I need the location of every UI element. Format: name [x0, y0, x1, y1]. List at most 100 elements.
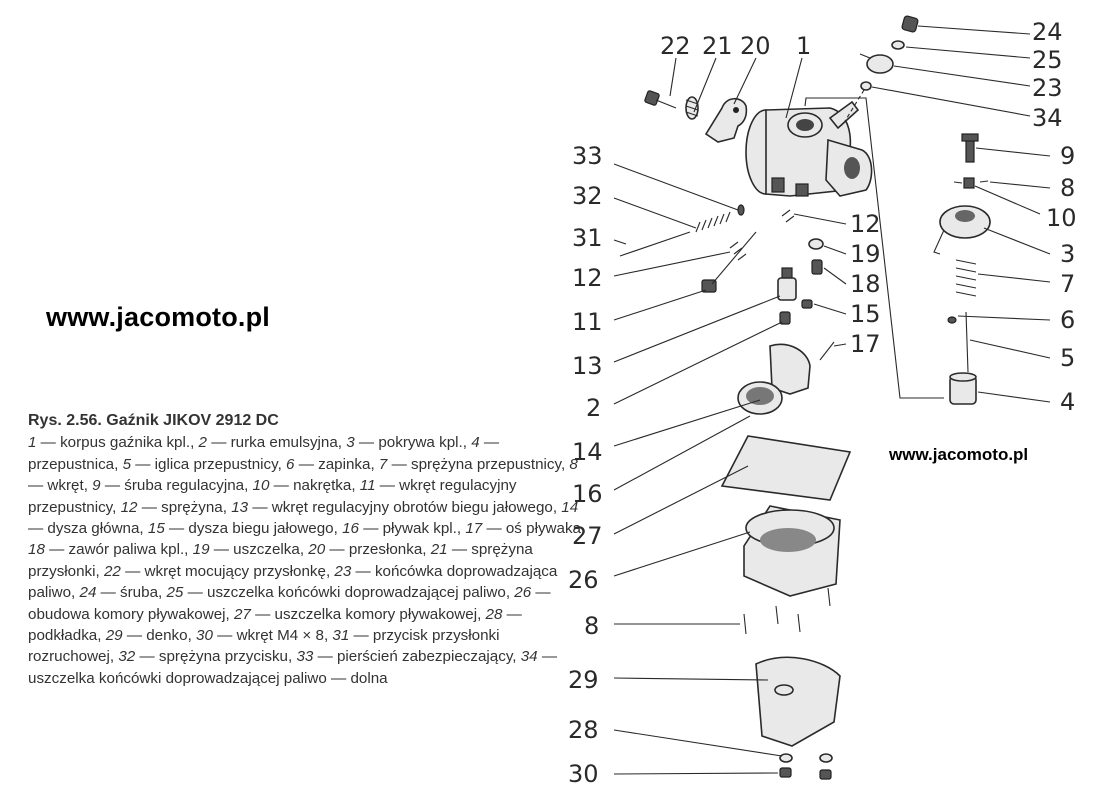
caption-entry-number: 19 [192, 541, 210, 559]
part-spring-7 [955, 259, 977, 297]
caption-entry: 34 — uszczelka końcówki doprowadzającej … [28, 648, 557, 686]
part-fuel-valve-18 [811, 259, 823, 275]
caption-entry: 8 — wkręt, [28, 456, 578, 494]
callout-1: 1 [796, 32, 811, 60]
caption-entry-text: — uszczelka komory pływakowej, [250, 605, 486, 623]
caption-entry-text: — korpus gaźnika kpl., [36, 434, 199, 452]
part-spring-32 [695, 211, 731, 233]
caption-entry-text: — zawór paliwa kpl., [44, 541, 193, 559]
caption-entry-text: — zapinka, [294, 455, 379, 473]
caption-entry-text: — oś pływaka, [482, 520, 586, 538]
caption-entry-text: — rurka emulsyjna, [206, 434, 347, 452]
caption-entry: 15 — dysza biegu jałowego, [148, 520, 342, 537]
figure-caption: Rys. 2.56. Gaźnik JIKOV 2912 DC 1 — korp… [28, 410, 588, 689]
caption-entry: 27 — uszczelka komory pływakowej, [234, 606, 486, 623]
caption-entry-number: 23 [334, 562, 352, 580]
caption-entry: 28 — podkładka, [28, 606, 522, 644]
callout-19: 19 [850, 240, 881, 268]
part-screw-30 [779, 767, 832, 780]
caption-entry-number: 18 [28, 541, 45, 559]
callout-9: 9 [1060, 142, 1075, 170]
part-bottom-cover-29 [755, 656, 841, 747]
callout-7: 7 [1060, 270, 1075, 298]
callout-30: 30 [568, 760, 599, 788]
caption-entry: 10 — nakrętka, [253, 477, 360, 494]
caption-entry: 14 — dysza główna, [28, 499, 578, 537]
caption-entry-text: — przycisk przysłonki rozruchowej, [28, 627, 500, 666]
part-idle-screw-13 [777, 267, 797, 301]
caption-entry: 6 — zapinka, [286, 456, 379, 473]
caption-legend: 1 — korpus gaźnika kpl., 2 — rurka emuls… [28, 434, 585, 686]
part-spring-12 [729, 209, 795, 261]
caption-entry: 22 — wkręt mocujący przysłonkę, [104, 563, 334, 580]
callout-8-right: 8 [1060, 174, 1075, 202]
caption-entry-text: — śruba, [96, 584, 167, 602]
caption-entry-number: 11 [359, 477, 376, 495]
caption-entry-text: — sprężyna przycisku, [135, 648, 297, 666]
caption-entry-text: — pokrywa kpl., [354, 434, 472, 452]
caption-entry: 21 — sprężyna przysłonki, [28, 541, 533, 579]
caption-entry-text: — wkręt M4 × 8, [212, 627, 333, 645]
caption-entry-number: 21 [430, 541, 448, 559]
caption-entry: 9 — śruba regulacyjna, [92, 477, 252, 494]
caption-entry-number: 16 [342, 520, 359, 538]
part-choke-button-31 [619, 231, 691, 257]
caption-entry-number: 2 [198, 434, 207, 452]
callout-23: 23 [1032, 74, 1063, 102]
caption-entry: 20 — przesłonka, [308, 541, 430, 558]
caption-entry-number: 28 [485, 605, 503, 623]
caption-entry-number: 17 [465, 520, 483, 538]
caption-entry-number: 26 [514, 584, 532, 602]
caption-entry: 7 — sprężyna przepustnicy, [379, 456, 570, 473]
callout-2: 2 [586, 394, 601, 422]
callout-21: 21 [702, 32, 733, 60]
caption-entry-number: 9 [92, 477, 101, 495]
caption-entry-text: — wkręt regulacyjny obrotów biegu jałowe… [248, 498, 562, 516]
callout-5: 5 [1060, 344, 1075, 372]
caption-entry-text: — sprężyna przepustnicy, [387, 455, 570, 473]
caption-entry-text: — przesłonka, [325, 541, 431, 559]
caption-entry-number: 25 [166, 584, 184, 602]
callout-6: 6 [1060, 306, 1075, 334]
part-choke-plate-20 [704, 97, 748, 143]
part-washer-28 [779, 753, 833, 763]
part-needle-5 [965, 311, 969, 373]
caption-entry-number: 3 [346, 434, 355, 452]
leader-lines [613, 25, 1051, 775]
caption-entry-text: — uszczelka końcówki doprowadzającej pal… [28, 648, 558, 687]
caption-entry-text: — obudowa komory pływakowej, [28, 584, 551, 623]
callout-34: 34 [1032, 104, 1063, 132]
caption-entry-text: — wkręt regulacyjny przepustnicy, [28, 477, 517, 516]
caption-entry-number: 30 [196, 627, 213, 645]
caption-entry: 31 — przycisk przysłonki rozruchowej, [28, 627, 500, 665]
caption-entry: 12 — sprężyna, [121, 499, 232, 516]
part-clip-6 [947, 316, 957, 324]
callout-13: 13 [572, 352, 603, 380]
caption-entry: 25 — uszczelka końcówki doprowadzającej … [166, 584, 514, 601]
callout-31: 31 [572, 224, 603, 252]
callout-10: 10 [1046, 204, 1077, 232]
caption-entry: 26 — obudowa komory pływakowej, [28, 584, 551, 622]
caption-entry: 3 — pokrywa kpl., [346, 434, 471, 451]
caption-entry-text: — sprężyna przysłonki, [28, 541, 533, 580]
callout-22: 22 [660, 32, 691, 60]
caption-entry: 32 — sprężyna przycisku, [118, 648, 296, 665]
caption-entry-text: — pływak kpl., [358, 520, 466, 538]
caption-entry-number: 7 [378, 455, 388, 473]
caption-entry-text: — uszczelka, [209, 541, 309, 559]
caption-entry: 4 — przepustnica, [28, 434, 499, 472]
caption-entry-number: 33 [296, 648, 314, 666]
caption-entry-text: — końcówka doprowadzająca paliwo, [28, 562, 558, 602]
callout-25: 25 [1032, 46, 1063, 74]
caption-entry: 30 — wkręt M4 × 8, [196, 627, 332, 644]
caption-entry-number: 15 [147, 520, 165, 538]
caption-entry-number: 29 [105, 627, 123, 645]
callout-27: 27 [572, 522, 603, 550]
callout-12-left: 12 [572, 264, 603, 292]
caption-entry-text: — uszczelka końcówki doprowadzającej pal… [183, 584, 515, 602]
caption-entry-number: 20 [308, 541, 326, 559]
caption-entry-number: 14 [561, 498, 579, 516]
part-cover-3 [933, 133, 991, 255]
part-throttle-valve-4 [949, 372, 977, 405]
caption-entry-number: 32 [118, 648, 136, 666]
